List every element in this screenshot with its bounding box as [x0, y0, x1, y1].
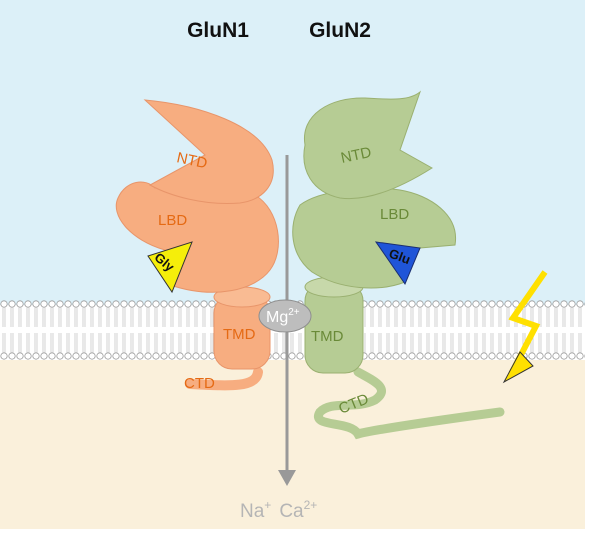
- glun2-lbd-label: LBD: [380, 206, 409, 223]
- glun2-title: GluN2: [309, 19, 371, 42]
- glun2-ntd-label: NTD: [339, 144, 373, 167]
- extracellular-region: [0, 0, 585, 305]
- intracellular-region: [0, 360, 585, 529]
- glun1-ctd-label: CTD: [184, 375, 215, 392]
- glun1-ctd-tail: [185, 367, 263, 391]
- mg-block: Mg2+: [258, 299, 312, 333]
- glun1-ntd-label: NTD: [175, 149, 209, 172]
- permeant-ions-label: Na+Ca2+: [240, 498, 317, 522]
- glun1-ntd-shape: [143, 99, 274, 205]
- glu-binding-site: [374, 241, 421, 286]
- glu-label: Glu: [387, 246, 413, 268]
- glun2-ntd-shape: [303, 90, 433, 200]
- mg-label: Mg2+: [266, 307, 300, 326]
- bolt-arrowhead: [502, 351, 534, 384]
- gly-binding-site: [147, 241, 193, 294]
- glun1-lbd-label: LBD: [158, 212, 187, 229]
- glun1-subunit: NTD LBD Gly TMD CTD: [115, 99, 279, 392]
- glun1-tmd-label: TMD: [223, 326, 256, 343]
- glun2-ctd-tail: [313, 367, 505, 440]
- depolarization-bolt-icon: [508, 270, 548, 376]
- glun1-title: GluN1: [187, 19, 249, 42]
- glun2-tmd-label: TMD: [311, 328, 344, 345]
- glun2-subunit: NTD LBD Glu TMD CTD: [292, 90, 505, 440]
